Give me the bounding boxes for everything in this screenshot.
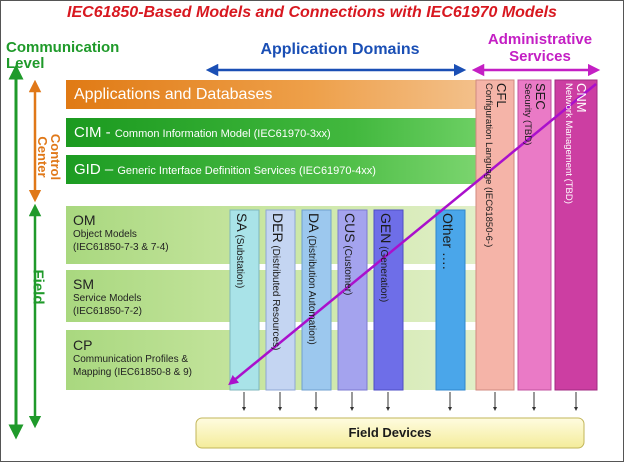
domain-label-sa: SA (Substation) (230, 210, 259, 390)
domain-desc-da: (Distribution Automation) (306, 235, 317, 345)
om-level-label: OM Object Models (IEC61850-7-3 & 7-4) (73, 212, 169, 254)
cim-description: Common Information Model (IEC61970-3xx) (114, 128, 331, 140)
service-label-cfl: CFL Configuration Language (IEC61850-6-) (476, 80, 514, 390)
cp-level-label: CP Communication Profiles & Mapping (IEC… (73, 337, 192, 379)
administrative-services-line-2: Services (509, 48, 571, 65)
domain-label-da: DA (Distribution Automation) (302, 210, 331, 390)
sm-line-2: (IEC61850-7-2) (73, 306, 142, 317)
field-label: Field (28, 265, 48, 309)
cim-label: CIM - Common Information Model (IEC61970… (74, 124, 331, 141)
domain-label-cus: CUS (Customer) (338, 210, 367, 390)
domain-label-other: Other …. (436, 210, 465, 390)
service-desc-cnm: Network Management (TBD) (563, 83, 574, 204)
field-devices-box (195, 417, 585, 449)
diagram-title: IEC61850-Based Models and Connections wi… (67, 4, 557, 21)
domain-abbr-der: DER (270, 213, 286, 243)
domain-label-der: DER (Distributed Resources) (266, 210, 295, 390)
control-center-text: Control Center (35, 133, 63, 181)
domain-column-other (435, 209, 466, 391)
domain-abbr-gen: GEN (378, 213, 394, 244)
domain-desc-cus: (Customer) (342, 245, 353, 296)
domain-desc-der: (Distributed Resources) (270, 245, 281, 351)
domain-text-sa: SA (Substation) (234, 213, 250, 288)
sm-level-label: SM Service Models (IEC61850-7-2) (73, 276, 142, 318)
service-text-cfl: CFL Configuration Language (IEC61850-6-) (483, 83, 509, 247)
service-column-sec (517, 79, 552, 391)
domain-column-der (265, 209, 296, 391)
service-column-cfl (475, 79, 515, 391)
field-label-text: Field (29, 269, 47, 305)
application-domains-label: Application Domains (260, 41, 420, 58)
sm-line-1: Service Models (73, 293, 142, 304)
domain-column-gen (373, 209, 404, 391)
cp-line-2: Mapping (IEC61850-8 & 9) (73, 367, 192, 378)
communication-level-line-2: Level (6, 55, 45, 72)
om-line-2: (IEC61850-7-3 & 7-4) (73, 242, 169, 253)
domain-abbr-other: Other …. (440, 213, 456, 270)
om-line-1: Object Models (73, 229, 137, 240)
gid-label: GID – Generic Interface Definition Servi… (74, 161, 376, 178)
service-text-sec: SEC Security (TBD) (522, 83, 548, 145)
applications-bar (66, 80, 476, 109)
domain-desc-gen: (Generation) (378, 246, 389, 303)
cim-abbr: CIM (74, 124, 102, 141)
domain-abbr-da: DA (306, 213, 322, 233)
applications-label: Applications and Databases (74, 86, 273, 103)
gid-bar (66, 155, 476, 184)
domain-desc-sa: (Substation) (234, 234, 245, 289)
service-abbr-sec: SEC (533, 83, 548, 110)
control-center-line-1: Control (48, 133, 63, 181)
service-desc-sec: Security (TBD) (522, 83, 533, 146)
domain-label-gen: GEN (Generation) (374, 210, 403, 390)
gid-description: Generic Interface Definition Services (I… (117, 165, 376, 177)
control-center-line-2: Center (35, 136, 50, 178)
domain-text-cus: CUS (Customer) (342, 213, 358, 295)
domain-text-gen: GEN (Generation) (378, 213, 394, 302)
communication-level-line-1: Communication (6, 39, 120, 56)
administrative-services-line-1: Administrative (487, 31, 593, 48)
domain-column-sa (229, 209, 260, 391)
service-label-sec: SEC Security (TBD) (518, 80, 551, 390)
gid-abbr: GID (74, 161, 101, 178)
domain-abbr-sa: SA (234, 213, 250, 232)
field-devices-label: Field Devices (348, 425, 432, 440)
cp-abbr: CP (73, 337, 93, 353)
domain-text-der: DER (Distributed Resources) (270, 213, 286, 350)
field-device-arrows (242, 392, 578, 411)
service-label-cnm: CNM Network Management (TBD) (555, 80, 597, 390)
domain-abbr-cus: CUS (342, 213, 358, 243)
service-text-cnm: CNM Network Management (TBD) (563, 83, 589, 204)
domain-column-cus (337, 209, 368, 391)
cp-line-1: Communication Profiles & (73, 354, 189, 365)
communication-level-label: Communication Level (6, 40, 119, 72)
cim-bar (66, 118, 476, 147)
diagonal-connection-arrow (228, 83, 597, 386)
service-column-cnm (554, 79, 598, 391)
sm-abbr: SM (73, 276, 94, 292)
control-center-label: Control Center (35, 112, 63, 202)
service-desc-cfl: Configuration Language (IEC61850-6-) (483, 83, 494, 248)
service-abbr-cfl: CFL (494, 83, 509, 108)
om-abbr: OM (73, 212, 96, 228)
domain-text-da: DA (Distribution Automation) (306, 213, 322, 345)
administrative-services-label: Administrative Services (460, 31, 620, 65)
service-abbr-cnm: CNM (574, 83, 589, 113)
domain-text-other: Other …. (440, 213, 456, 270)
